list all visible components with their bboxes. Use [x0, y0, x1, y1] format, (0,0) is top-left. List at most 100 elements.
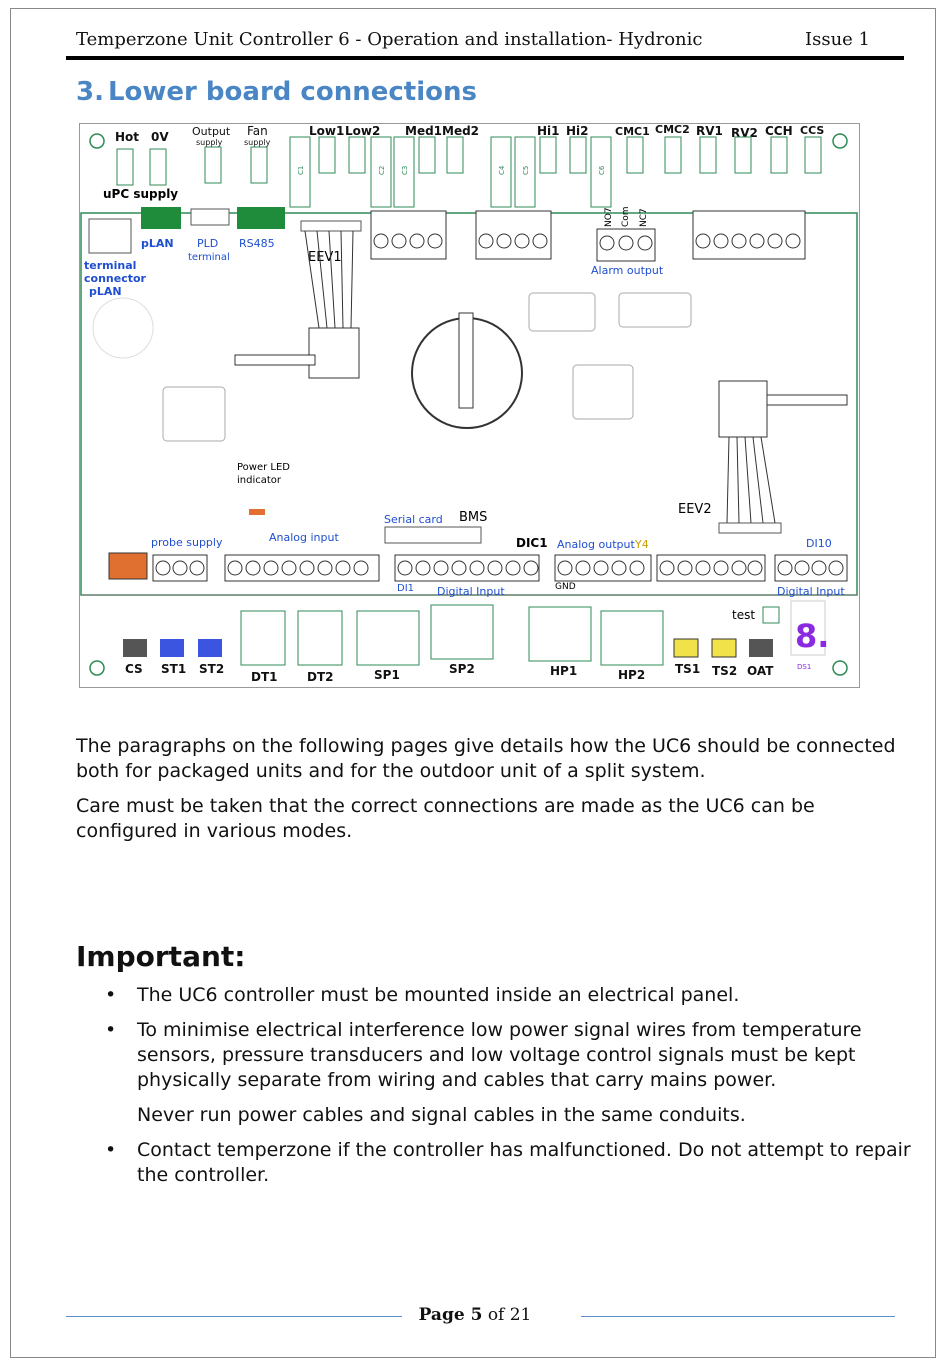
pin-no7: NO7	[604, 207, 614, 227]
conn-st1	[160, 639, 184, 657]
rs485-plug	[237, 207, 285, 229]
important-heading: Important:	[76, 940, 246, 973]
label-med2: Med2	[442, 124, 479, 138]
footer-rule-right	[581, 1316, 895, 1317]
bottom-labels: CS ST1 ST2 DT1 DT2 SP1 SP2 HP1 HP2 TS1 T…	[125, 662, 774, 684]
label-dt1: DT1	[251, 670, 278, 684]
top-terminals	[116, 136, 822, 208]
relay-labels: C1 C2 C3 C4 C5 C6	[297, 165, 606, 175]
mounting-holes	[89, 133, 848, 676]
label-analog-input: Analog input	[269, 531, 339, 544]
label-dic1: DIC1	[516, 536, 548, 550]
plan-plug	[141, 207, 181, 229]
eev1-wires	[304, 230, 354, 329]
label-ts1: TS1	[675, 662, 700, 676]
important-item-3: Contact temperzone if the controller has…	[137, 1139, 911, 1186]
relay-c5: C5	[522, 166, 530, 175]
bullet-marker: •	[105, 1139, 117, 1161]
eev1-valve	[308, 327, 360, 379]
section-heading: 3.Lower board connections	[76, 77, 477, 107]
important-list: • The UC6 controller must be mounted insi…	[76, 983, 926, 1198]
section-number: 3.	[76, 77, 104, 107]
paragraph-1: The paragraphs on the following pages gi…	[76, 735, 896, 782]
conn-ts2	[711, 638, 737, 658]
bullet-marker: •	[105, 984, 117, 1006]
label-di1: DI1	[397, 583, 414, 594]
list-item: • Contact temperzone if the controller ha…	[76, 1138, 926, 1188]
label-power-led: Power LED	[237, 462, 290, 473]
label-ts2: TS2	[712, 664, 737, 678]
label-rs485: RS485	[239, 237, 275, 250]
label-med1: Med1	[405, 124, 442, 138]
relay-c4: C4	[498, 165, 506, 175]
eev1-arm	[234, 354, 316, 366]
label-cs: CS	[125, 662, 143, 676]
chip-1	[528, 292, 596, 332]
label-low1: Low1	[309, 124, 344, 138]
paragraph-2: Care must be taken that the correct conn…	[76, 795, 815, 842]
label-eev1: EEV1	[308, 250, 342, 265]
label-plan: pLAN	[141, 237, 174, 250]
page-frame	[10, 8, 936, 1358]
label-probe-supply: probe supply	[151, 536, 223, 549]
important-sub-note: Never run power cables and signal cables…	[137, 1104, 746, 1126]
label-ds1: DS1	[797, 663, 811, 671]
digit-display	[790, 600, 826, 656]
label-gnd: GND	[555, 582, 576, 592]
bottom-terminal-screws	[155, 560, 844, 576]
label-dt2: DT2	[307, 670, 334, 684]
orange-terminal	[108, 552, 148, 580]
label-terminal: terminal	[84, 259, 136, 272]
buzzer	[92, 297, 154, 359]
footer-rule-left	[66, 1316, 402, 1317]
label-output-supply: supply	[196, 138, 223, 147]
conn-cs	[123, 639, 147, 657]
label-hi2: Hi2	[566, 124, 589, 138]
header-rule	[66, 56, 904, 60]
label-hp2: HP2	[618, 668, 645, 682]
eev1-socket	[300, 220, 362, 232]
eev2-socket	[718, 522, 782, 534]
label-cmc1: CMC1	[615, 125, 650, 138]
board-diagram: Hot 0V Output supply Fan supply Low1 Low…	[79, 123, 860, 688]
label-oat: OAT	[747, 664, 774, 678]
rj-connector	[88, 218, 132, 254]
label-sp2: SP2	[449, 662, 475, 676]
chip-4	[162, 386, 226, 442]
label-fan-supply: supply	[244, 138, 271, 147]
label-cch: CCH	[765, 124, 793, 138]
relay-c2: C2	[378, 166, 386, 175]
conn-oat	[749, 639, 773, 657]
label-cmc2: CMC2	[655, 123, 690, 136]
label-low2: Low2	[345, 124, 380, 138]
conn-st2	[198, 639, 222, 657]
label-sp1: SP1	[374, 668, 400, 682]
label-hi1: Hi1	[537, 124, 560, 138]
serial-card-socket	[384, 526, 482, 544]
green-terminal-blocks	[240, 604, 664, 666]
label-st1: ST1	[161, 662, 186, 676]
list-item: • The UC6 controller must be mounted insi…	[76, 983, 926, 1008]
battery-clip	[458, 312, 474, 409]
document-header-title: Temperzone Unit Controller 6 - Operation…	[76, 29, 703, 50]
relay-c6: C6	[598, 165, 606, 175]
eev2-arm	[766, 394, 848, 406]
pin-nc7: NC7	[639, 208, 649, 227]
pin-com: Com	[621, 206, 631, 227]
eev2-valve	[718, 380, 768, 438]
label-bms: BMS	[459, 510, 487, 525]
important-item-2: To minimise electrical interference low …	[137, 1019, 862, 1091]
important-item-1: The UC6 controller must be mounted insid…	[137, 984, 740, 1006]
label-y4: Y4	[634, 538, 649, 551]
label-alarm-output: Alarm output	[591, 264, 664, 277]
label-ccs: CCS	[800, 124, 824, 137]
test-button	[762, 606, 780, 624]
label-connector: connector	[84, 272, 147, 285]
label-output: Output	[192, 125, 231, 138]
label-pld: PLD	[197, 237, 218, 250]
label-upc-supply: uPC supply	[103, 187, 178, 201]
label-power-led-indicator: indicator	[237, 475, 282, 486]
power-led	[249, 509, 265, 515]
label-test: test	[732, 608, 755, 622]
display-digit: 8.	[795, 617, 829, 655]
